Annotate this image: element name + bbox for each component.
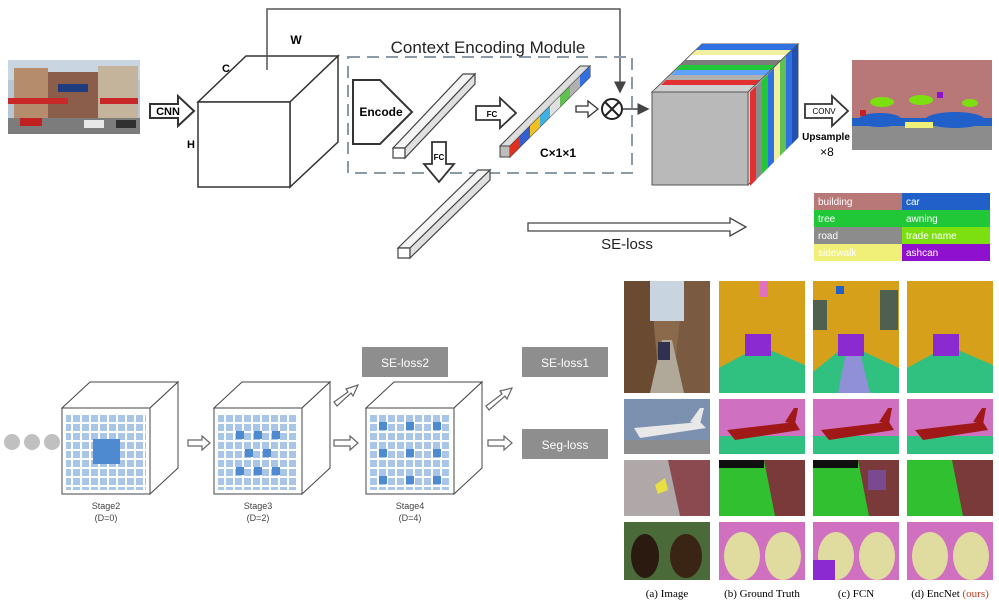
module-title: Context Encoding Module: [391, 38, 586, 57]
legend-swatch: [814, 227, 902, 244]
legend-swatch: [814, 244, 902, 261]
stage3-label: Stage3: [244, 501, 273, 511]
stage2-label: Stage2: [92, 501, 121, 511]
legend-label: car: [906, 197, 921, 208]
multiply-icon: [601, 98, 623, 120]
arrow-stage3-to-4: [333, 434, 359, 452]
se-loss-label: SE-loss: [601, 236, 653, 253]
seg-loss-box: [522, 429, 608, 459]
stage3-cube: [212, 380, 332, 496]
result-row1-encnet: [907, 281, 993, 393]
se-loss-vector-bar: [396, 168, 492, 260]
class-legend: building car tree awning road trade name sidew…: [814, 193, 990, 261]
feature-map-cube: [196, 54, 340, 189]
legend-label: road: [818, 231, 838, 242]
conv-label: CONV: [812, 107, 836, 116]
se-loss2-box: [362, 347, 448, 377]
legend-label: trade name: [906, 231, 957, 242]
result-row3-encnet: [907, 460, 993, 516]
result-row2-image: [624, 399, 710, 454]
result-row2-encnet: [907, 399, 993, 454]
legend-label: sidewalk: [818, 248, 857, 259]
stage4-cube: [364, 380, 484, 496]
result-row3-image: [624, 460, 710, 516]
result-row2-fcn: [813, 399, 899, 454]
result-row1-image: [624, 281, 710, 393]
legend-label: tree: [818, 214, 836, 225]
result-row4-image: [624, 522, 710, 580]
legend-swatch: [902, 227, 990, 244]
legend-swatch: [814, 193, 902, 210]
cnn-label: CNN: [156, 106, 180, 118]
legend-swatch: [902, 193, 990, 210]
fc-arrow-down: [422, 141, 456, 184]
fc-label-2: FC: [434, 153, 445, 162]
cx11-label: C×1×1: [540, 146, 576, 160]
cnn-arrow: [149, 93, 196, 129]
caption-encnet: (d) EncNet (ours): [911, 588, 989, 600]
caption-image: (a) Image: [646, 588, 689, 600]
output-feature-stack: [650, 42, 800, 187]
result-row1-ground-truth: [719, 281, 805, 393]
arrow-stage4-to-seg-loss: [487, 434, 513, 452]
caption-ground-truth: (b) Ground Truth: [724, 588, 800, 600]
caption-encnet-ours: (ours): [963, 588, 990, 600]
fc-label-1: FC: [487, 110, 498, 119]
encode-block: [352, 79, 414, 145]
dim-w-label: W: [290, 33, 302, 47]
caption-fcn: (c) FCN: [838, 588, 874, 600]
dim-h-label: H: [187, 139, 195, 151]
result-row4-encnet: [907, 522, 993, 580]
conv-arrow: [804, 93, 850, 129]
stage2-cube: [60, 380, 180, 496]
scale-arrow: [575, 99, 600, 119]
result-row3-ground-truth: [719, 460, 805, 516]
upsample-label: Upsample: [802, 132, 850, 143]
stage4-d-label: (D=4): [399, 513, 422, 523]
skip-connection-arrow: [266, 8, 626, 94]
encoded-vector-bar: [391, 72, 477, 160]
stage2-d-label: (D=0): [95, 513, 118, 523]
dim-c-label: C: [222, 63, 230, 75]
se-loss-arrow: [527, 216, 748, 238]
result-row3-fcn: [813, 460, 899, 516]
legend-label: ashcan: [906, 248, 938, 259]
caption-encnet-prefix: (d) EncNet: [911, 588, 962, 600]
legend-swatch: [902, 210, 990, 227]
se-loss1-label: SE-loss1: [541, 356, 589, 370]
arrow-stage3-to-se-loss2: [333, 383, 360, 407]
stage4-label: Stage4: [396, 501, 425, 511]
channel-attention-vector: [498, 64, 592, 159]
input-street-image: [8, 60, 140, 134]
arrow-stage4-to-se-loss1: [485, 387, 514, 411]
result-row4-fcn: [813, 522, 899, 580]
upsample-factor: ×8: [820, 145, 834, 159]
ellipsis-dots: [4, 434, 60, 450]
fc-arrow-right: [475, 95, 518, 131]
se-loss1-box: [522, 347, 608, 377]
legend-swatch: [902, 244, 990, 261]
legend-swatch: [814, 210, 902, 227]
result-row4-ground-truth: [719, 522, 805, 580]
segmentation-output-image: [852, 60, 992, 150]
seg-loss-label: Seg-loss: [542, 438, 589, 452]
se-loss2-label: SE-loss2: [381, 356, 429, 370]
legend-label: awning: [906, 214, 938, 225]
encode-label: Encode: [359, 105, 403, 119]
stage3-d-label: (D=2): [247, 513, 270, 523]
result-row2-ground-truth: [719, 399, 805, 454]
legend-label: building: [818, 197, 852, 208]
result-row1-fcn: [813, 281, 899, 393]
arrow-stage2-to-3: [187, 434, 211, 452]
